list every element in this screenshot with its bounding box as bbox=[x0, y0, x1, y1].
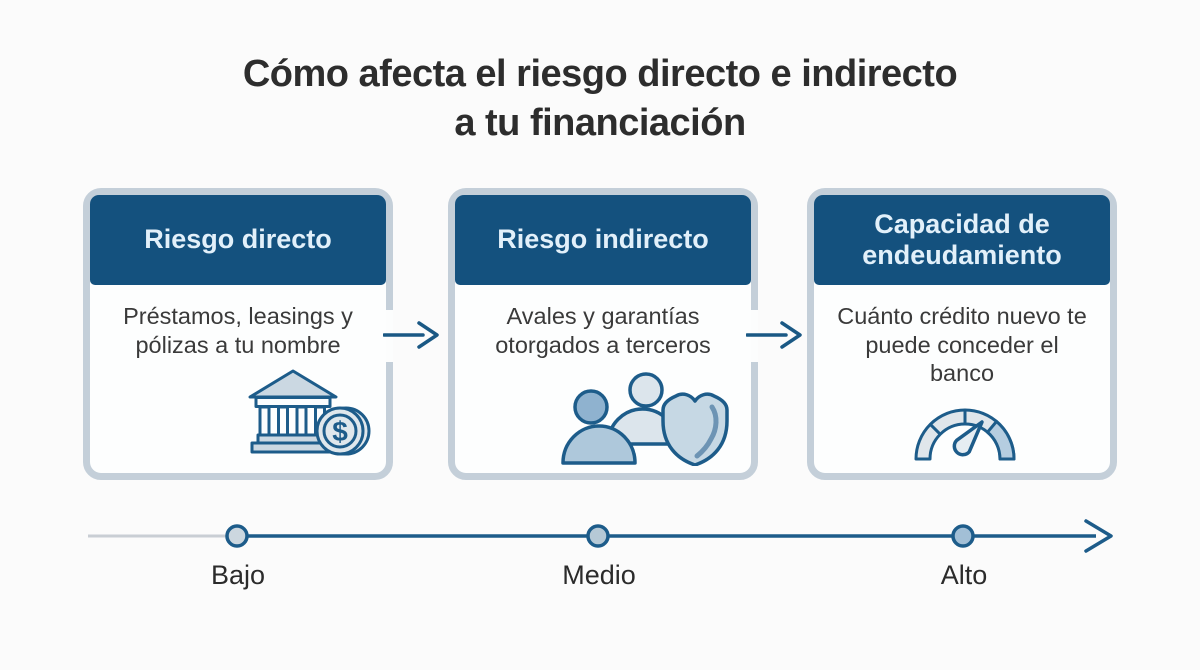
card-description-text: Préstamos, leasings y pólizas a tu nombr… bbox=[123, 303, 353, 358]
timeline-dot-medio bbox=[586, 524, 610, 548]
card-header: Riesgo directo bbox=[90, 195, 386, 285]
right-arrow-icon bbox=[1084, 519, 1113, 553]
card-description: Préstamos, leasings y pólizas a tu nombr… bbox=[90, 302, 386, 359]
bank-coin-icon: $ bbox=[248, 369, 371, 456]
card-description: Cuánto crédito nuevo te puede conceder e… bbox=[814, 302, 1110, 388]
card-riesgo-directo: Riesgo directo Préstamos, leasings y pól… bbox=[83, 188, 393, 480]
axis-label-alto: Alto bbox=[940, 560, 988, 590]
timeline-dot-alto bbox=[951, 524, 975, 548]
card-header-label: Riesgo indirecto bbox=[497, 224, 709, 255]
card-description: Avales y garantías otorgados a terceros bbox=[455, 302, 751, 359]
axis-label-bajo: Bajo bbox=[210, 560, 266, 590]
card-header-label: Capacidad de endeudamiento bbox=[862, 208, 1062, 270]
right-arrow-icon bbox=[746, 321, 802, 349]
card-header: Riesgo indirecto bbox=[455, 195, 751, 285]
card-riesgo-indirecto: Riesgo indirecto Avales y garantías otor… bbox=[448, 188, 758, 480]
gauge-icon bbox=[914, 408, 1016, 461]
card-header-label: Riesgo directo bbox=[144, 224, 332, 255]
card-capacidad-endeudamiento: Capacidad de endeudamiento Cuánto crédit… bbox=[807, 188, 1117, 480]
card-description-text: Avales y garantías otorgados a terceros bbox=[495, 303, 711, 358]
card-description-text: Cuánto crédito nuevo te puede conceder e… bbox=[837, 303, 1087, 387]
page-title: Cómo afecta el riesgo directo e indirect… bbox=[0, 50, 1200, 149]
right-arrow-icon bbox=[383, 321, 439, 349]
timeline-dot-bajo bbox=[225, 524, 249, 548]
risk-scale-axis bbox=[88, 519, 1113, 553]
people-shield-icon bbox=[561, 372, 729, 466]
card-header: Capacidad de endeudamiento bbox=[814, 195, 1110, 285]
title-line-1: Cómo afecta el riesgo directo e indirect… bbox=[242, 53, 958, 95]
axis-label-medio: Medio bbox=[562, 560, 636, 590]
dollar-glyph: $ bbox=[332, 416, 348, 447]
title-line-2: a tu financiación bbox=[454, 102, 746, 145]
